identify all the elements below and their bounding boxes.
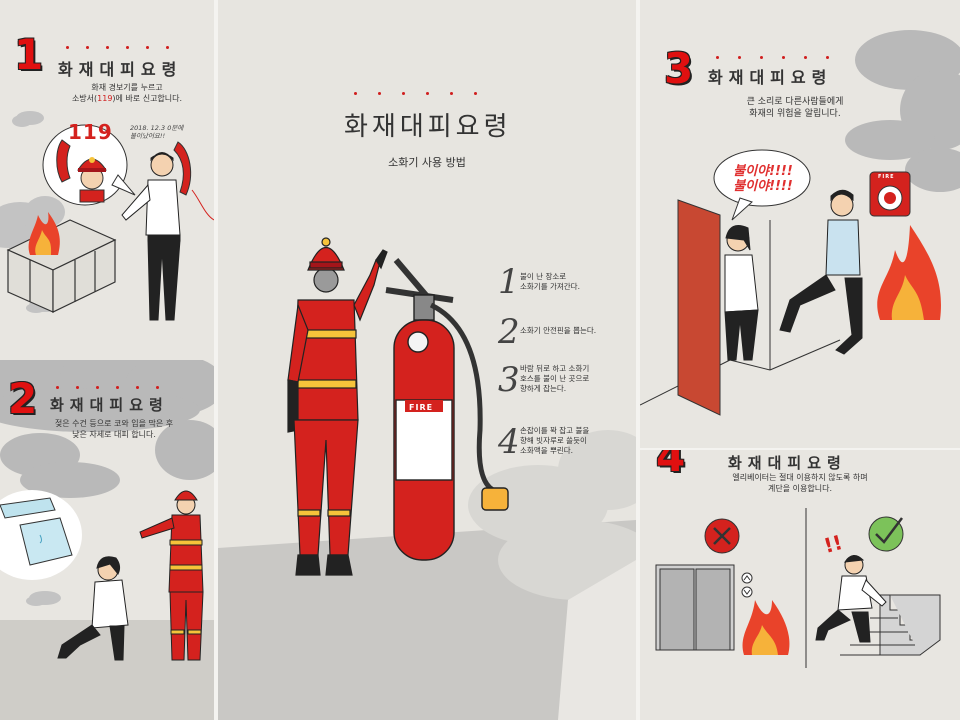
note-line: 불이났어요!!	[130, 132, 166, 140]
panel-title: 화재대피요령	[58, 60, 183, 79]
step-line: 소화기를 가져간다.	[520, 282, 580, 291]
panel-divider	[640, 448, 960, 450]
stairs-illustration	[840, 594, 941, 656]
elevator-illustration	[655, 564, 753, 651]
step-number: 1	[14, 30, 44, 79]
main-subtitle: 소화기 사용 방법	[388, 156, 466, 169]
desc-line: 낮은 자세로 대피 합니다.	[72, 430, 156, 439]
desc-line: 젖은 수건 등으로 코와 입을 막은 후	[54, 419, 174, 428]
cloud-icon	[26, 591, 61, 606]
panel-title: 화재대피요령	[728, 454, 847, 472]
step-line: 불이 난 장소로	[520, 272, 567, 281]
allowed-check-icon	[868, 516, 904, 552]
shout-line: 불이야!!!!	[733, 164, 793, 179]
fire-extinguisher-illustration	[385, 258, 509, 561]
elevator-arrow-down-icon	[743, 589, 751, 595]
usage-step-number: 1	[498, 262, 520, 302]
man-calling-illustration	[121, 152, 181, 321]
woman-at-door-illustration	[724, 225, 759, 361]
phone-icon-right	[173, 141, 214, 221]
title-dots	[52, 386, 182, 392]
panel-step-2: 2 화재대피요령 젖은 수건 등으로 코와 입을 막은 후 낮은 자세로 대피 …	[0, 360, 214, 720]
desc-line: 엘리베이터는 절대 이용하지 않도록 하며	[732, 473, 868, 482]
desc-line: 계단을 이용합니다.	[768, 484, 832, 493]
phone-number-119: 119	[68, 120, 113, 144]
panel-step-1: 1 화재대피요령 화재 경보기를 누르고 소방서(119)에 바로 신고합니다.…	[0, 0, 214, 360]
step-line: 소화액을 뿌린다.	[520, 446, 574, 455]
usage-step-number: 4	[498, 422, 520, 462]
handwritten-note: 2018. 12.3 0분에 불이났어요!!	[130, 124, 183, 140]
usage-step-text: 소화기 안전핀을 뽑는다.	[520, 326, 596, 336]
desc-line: 화재 경보기를 누르고	[91, 83, 163, 92]
prohibited-x-icon	[704, 518, 740, 554]
door-illustration	[677, 199, 721, 416]
title-dots	[712, 56, 862, 62]
panel-4-illustration	[655, 508, 941, 668]
panel-description: 엘리베이터는 절대 이용하지 않도록 하며 계단을 이용합니다.	[690, 472, 910, 494]
shout-line: 불이야!!!!	[733, 179, 793, 194]
panel-description: 큰 소리로 다른사람들에게 화재의 위험을 알립니다.	[700, 96, 890, 120]
desc-line: 큰 소리로 다른사람들에게	[746, 97, 844, 107]
desc-line: )에 바로 신고합니다.	[112, 94, 183, 103]
fire-icon	[877, 225, 941, 320]
step-line: 손잡이를 꽉 잡고 불을	[520, 426, 590, 435]
title-dots	[348, 92, 508, 98]
step-line: 향해 빗자루로 쓸듯이	[520, 436, 587, 445]
fire-icon	[742, 600, 790, 655]
step-number: 3	[664, 44, 694, 93]
main-title: 화재대피요령	[344, 112, 512, 142]
panel-title: 화재대피요령	[708, 68, 833, 87]
panel-divider	[214, 0, 218, 720]
phone-icon-left	[56, 139, 71, 183]
man-on-stairs-illustration	[815, 555, 887, 643]
wet-towel-bubble	[0, 490, 82, 580]
shout-text: 불이야!!!! 불이야!!!!	[718, 164, 808, 194]
panel-step-4: 4 화재대피요령 엘리베이터는 절대 이용하지 않도록 하며 계단을 이용합니다…	[640, 450, 960, 720]
elevator-arrow-up-icon	[743, 575, 751, 581]
firefighter-head-icon	[77, 157, 107, 203]
step-line: 소화기 안전핀을 뽑는다.	[520, 326, 597, 335]
running-man-illustration	[779, 189, 863, 355]
step-line: 향하게 잡는다.	[520, 384, 567, 393]
dotted-area	[558, 560, 636, 720]
smoke-cloud-icon	[0, 360, 214, 498]
step-number: 4	[656, 450, 686, 481]
panel-title: 화재대피요령	[50, 396, 169, 414]
extinguisher-label: FIRE	[409, 403, 434, 412]
usage-step-number: 3	[498, 360, 520, 400]
panel-description: 화재 경보기를 누르고 소방서(119)에 바로 신고합니다.	[62, 82, 192, 104]
fire-alarm-icon	[869, 171, 911, 217]
panel-2-illustration	[0, 360, 214, 720]
panel-1-illustration	[0, 111, 214, 321]
smoke-cloud-icon	[468, 430, 636, 600]
note-line: 2018. 12.3 0분에	[130, 124, 184, 132]
step-number: 2	[8, 374, 38, 423]
firefighter-pointing-illustration	[287, 237, 388, 576]
desc-line: 화재의 위험을 알립니다.	[749, 109, 841, 119]
smoke-cloud-icon	[845, 30, 960, 192]
panel-description: 젖은 수건 등으로 코와 입을 막은 후 낮은 자세로 대피 합니다.	[44, 418, 184, 440]
panel-step-3: 3 화재대피요령 큰 소리로 다른사람들에게 화재의 위험을 알립니다. 불이야…	[640, 0, 960, 448]
fire-icon	[28, 212, 60, 255]
title-dots	[62, 46, 192, 52]
step-line: 바람 뒤로 하고 소화기	[520, 364, 590, 373]
speech-bubble	[713, 149, 811, 221]
panel-3-illustration	[640, 30, 960, 416]
crouching-woman-illustration	[57, 556, 129, 661]
center-illustration	[218, 237, 636, 720]
usage-step-number: 2	[498, 312, 520, 352]
desc-line: 소방서(	[71, 94, 98, 103]
panel-divider	[636, 0, 640, 720]
cabinet-illustration	[6, 219, 117, 313]
step-line: 호스를 불이 난 곳으로	[520, 374, 590, 383]
emergency-number: 119	[97, 94, 113, 103]
alarm-label: FIRE	[878, 174, 895, 180]
firefighter-illustration	[139, 490, 204, 661]
